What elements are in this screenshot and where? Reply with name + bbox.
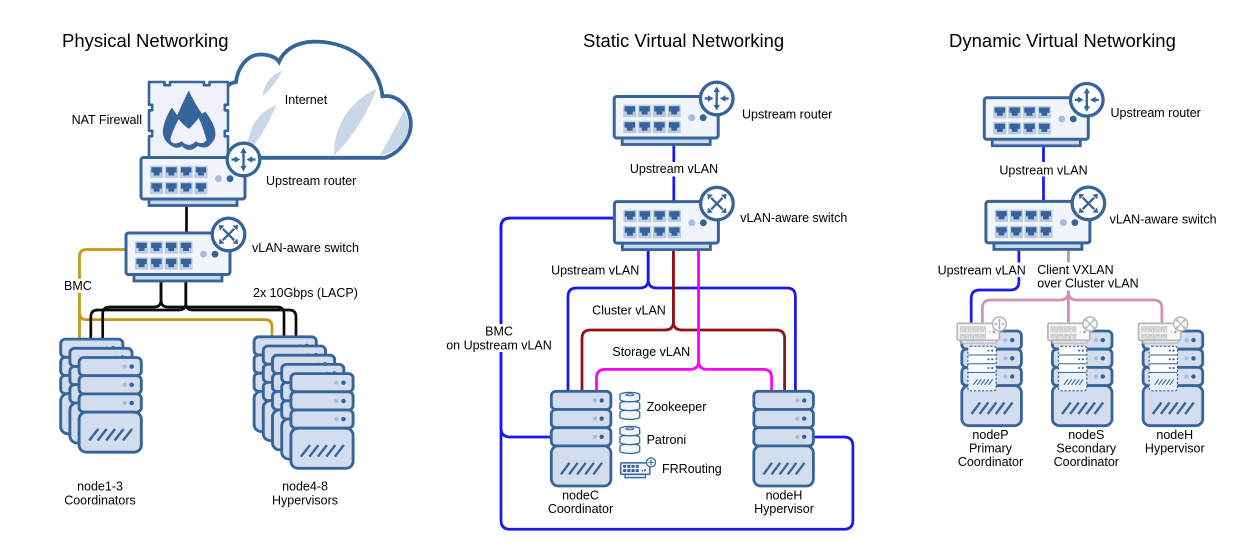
svg-text:Upstream vLAN: Upstream vLAN (630, 162, 718, 176)
svg-text:Secondary: Secondary (1056, 442, 1117, 456)
svg-text:nodeC: nodeC (562, 488, 599, 502)
svg-text:Coordinator: Coordinator (1054, 455, 1119, 469)
svg-text:Upstream vLAN: Upstream vLAN (938, 263, 1026, 277)
svg-text:BMC: BMC (485, 325, 513, 339)
svg-text:Hypervisors: Hypervisors (272, 493, 338, 507)
svg-text:NAT Firewall: NAT Firewall (72, 113, 142, 127)
svg-text:Coordinator: Coordinator (958, 455, 1023, 469)
svg-text:Upstream router: Upstream router (742, 108, 832, 122)
svg-text:nodeS: nodeS (1068, 428, 1104, 442)
svg-text:Primary: Primary (969, 442, 1013, 456)
svg-text:Cluster vLAN: Cluster vLAN (592, 304, 666, 318)
svg-text:Coordinator: Coordinator (548, 502, 613, 516)
svg-text:Upstream vLAN: Upstream vLAN (999, 163, 1087, 177)
svg-text:nodeH: nodeH (766, 488, 803, 502)
svg-text:Hypervisor: Hypervisor (754, 502, 814, 516)
svg-text:BMC: BMC (64, 279, 92, 293)
svg-text:Upstream router: Upstream router (1111, 106, 1201, 120)
svg-text:Upstream router: Upstream router (266, 174, 356, 188)
svg-text:Physical Networking: Physical Networking (62, 30, 229, 51)
svg-text:Upstream vLAN: Upstream vLAN (551, 264, 639, 278)
svg-text:Zookeeper: Zookeeper (647, 400, 707, 414)
svg-text:Client VXLAN: Client VXLAN (1037, 263, 1113, 277)
svg-text:vLAN-aware switch: vLAN-aware switch (740, 211, 847, 225)
svg-text:Static Virtual Networking: Static Virtual Networking (583, 30, 784, 51)
svg-text:Dynamic Virtual Networking: Dynamic Virtual Networking (949, 30, 1176, 51)
svg-text:Patroni: Patroni (647, 433, 687, 447)
svg-text:Internet: Internet (285, 93, 328, 107)
svg-text:2x 10Gbps (LACP): 2x 10Gbps (LACP) (253, 286, 358, 300)
svg-text:over Cluster vLAN: over Cluster vLAN (1037, 276, 1138, 290)
svg-text:FRRouting: FRRouting (662, 462, 722, 476)
svg-text:Coordinators: Coordinators (64, 493, 136, 507)
svg-text:node1-3: node1-3 (77, 480, 123, 494)
svg-text:node4-8: node4-8 (282, 480, 328, 494)
svg-text:Storage vLAN: Storage vLAN (612, 345, 690, 359)
svg-text:vLAN-aware switch: vLAN-aware switch (252, 241, 359, 255)
svg-text:nodeH: nodeH (1156, 428, 1193, 442)
svg-text:vLAN-aware switch: vLAN-aware switch (1110, 212, 1217, 226)
svg-text:on Upstream vLAN: on Upstream vLAN (446, 339, 552, 353)
svg-text:nodeP: nodeP (972, 428, 1008, 442)
svg-text:Hypervisor: Hypervisor (1145, 442, 1205, 456)
